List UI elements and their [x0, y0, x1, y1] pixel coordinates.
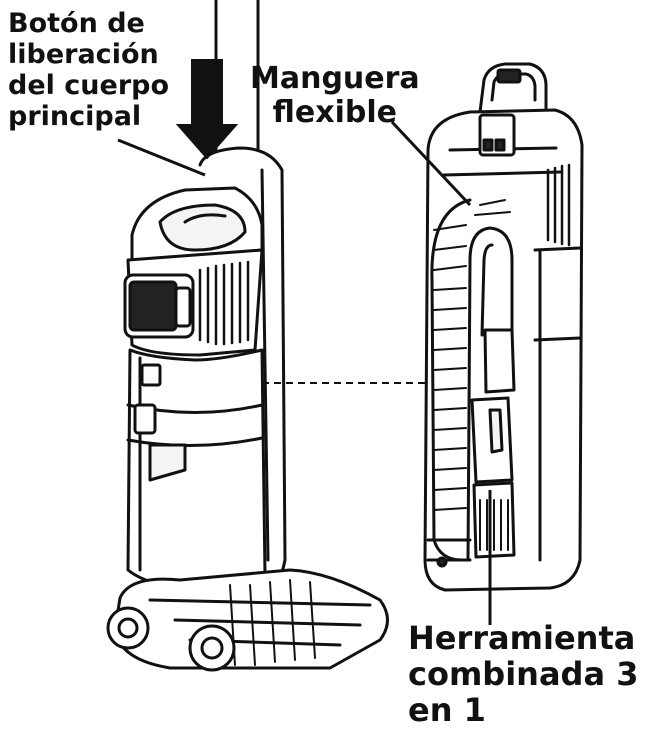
right-vacuum [423, 62, 584, 592]
wheel-rear [188, 624, 236, 672]
right-vents [546, 163, 571, 247]
release-callout [117, 138, 206, 177]
left-vacuum [106, 0, 389, 672]
flexible-hose-label: Manguera flexible [250, 61, 420, 130]
bin-latch [133, 403, 157, 435]
hose-callout-line [390, 120, 472, 207]
side-vents [198, 260, 250, 346]
down-arrow-icon [175, 59, 239, 160]
combo-tool-label: Herramienta combinada 3 en 1 [408, 619, 639, 729]
release-button-label: Botón de liberación del cuerpo principal [8, 8, 170, 132]
flexible-hose [430, 198, 514, 562]
wheel-front [106, 606, 150, 650]
